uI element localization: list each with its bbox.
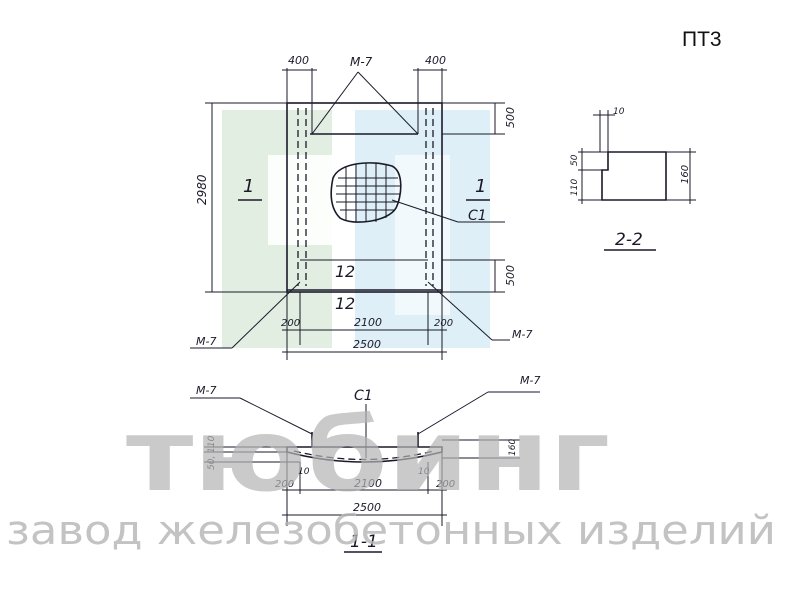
s11-width-total: 2500 — [353, 501, 381, 514]
mesh-patch — [330, 162, 402, 223]
s11-title: 1-1 — [350, 532, 378, 552]
dim-top-right: 400 — [425, 54, 446, 67]
s11-loop-left: М-7 — [196, 384, 216, 397]
section-1-1-mesh — [293, 450, 435, 461]
mesh-grid — [336, 163, 400, 222]
dim-height-top: 500 — [504, 107, 517, 128]
s11-loop-right: М-7 — [520, 374, 540, 387]
s22-title: 2-2 — [615, 230, 643, 250]
s11-width-right: 200 — [436, 479, 455, 490]
dim-width-total: 2500 — [353, 338, 381, 351]
s22-dim-c: 110 — [570, 179, 580, 196]
dim-height-total: 2980 — [195, 174, 209, 205]
s11-dim-left-v: 50, 110 — [207, 435, 217, 470]
s11-mesh-label: С1 — [354, 388, 373, 404]
section-1-1 — [190, 391, 540, 553]
dim-top-left: 400 — [288, 54, 309, 67]
watermark-tagline: завод железобетонных изделий — [6, 508, 776, 554]
section-2-2 — [578, 110, 696, 251]
section-mark-inner-1: 1 — [335, 262, 345, 281]
dim-width-left: 200 — [281, 318, 300, 329]
mesh-label-plan: С1 — [468, 208, 487, 224]
s22-dim-b: 50 — [570, 154, 580, 166]
s11-width-left: 200 — [275, 479, 294, 490]
dim-height-bottom: 500 — [504, 265, 517, 286]
drawing-code: ПТ3 — [682, 28, 722, 51]
s11-dim-in-left: 10 — [298, 467, 310, 477]
section-mark-outer-2: 2 — [345, 294, 355, 313]
s22-dim-d: 160 — [680, 165, 691, 184]
watermark-brand: тюбинг — [126, 397, 610, 514]
watermark-logo — [222, 110, 490, 348]
s11-width-mid: 2100 — [354, 477, 382, 490]
section-mark-inner-2: 2 — [345, 262, 355, 281]
section-mark-outer-1: 1 — [335, 294, 345, 313]
s11-dim-right-v: 160 — [508, 439, 518, 456]
loop-label-bottom-right: М-7 — [512, 328, 532, 341]
section-2-2-profile — [601, 151, 667, 201]
loop-label-bottom-left: М-7 — [196, 335, 216, 348]
loop-label-top: М-7 — [350, 55, 373, 69]
plan-view — [190, 68, 510, 360]
dim-width-right: 200 — [434, 318, 453, 329]
s22-dim-a: 10 — [613, 107, 625, 117]
section-mark-left: 1 — [243, 176, 254, 197]
section-mark-right: 1 — [475, 176, 486, 197]
s11-dim-in-right: 10 — [418, 467, 430, 477]
dim-width-mid: 2100 — [354, 316, 382, 329]
